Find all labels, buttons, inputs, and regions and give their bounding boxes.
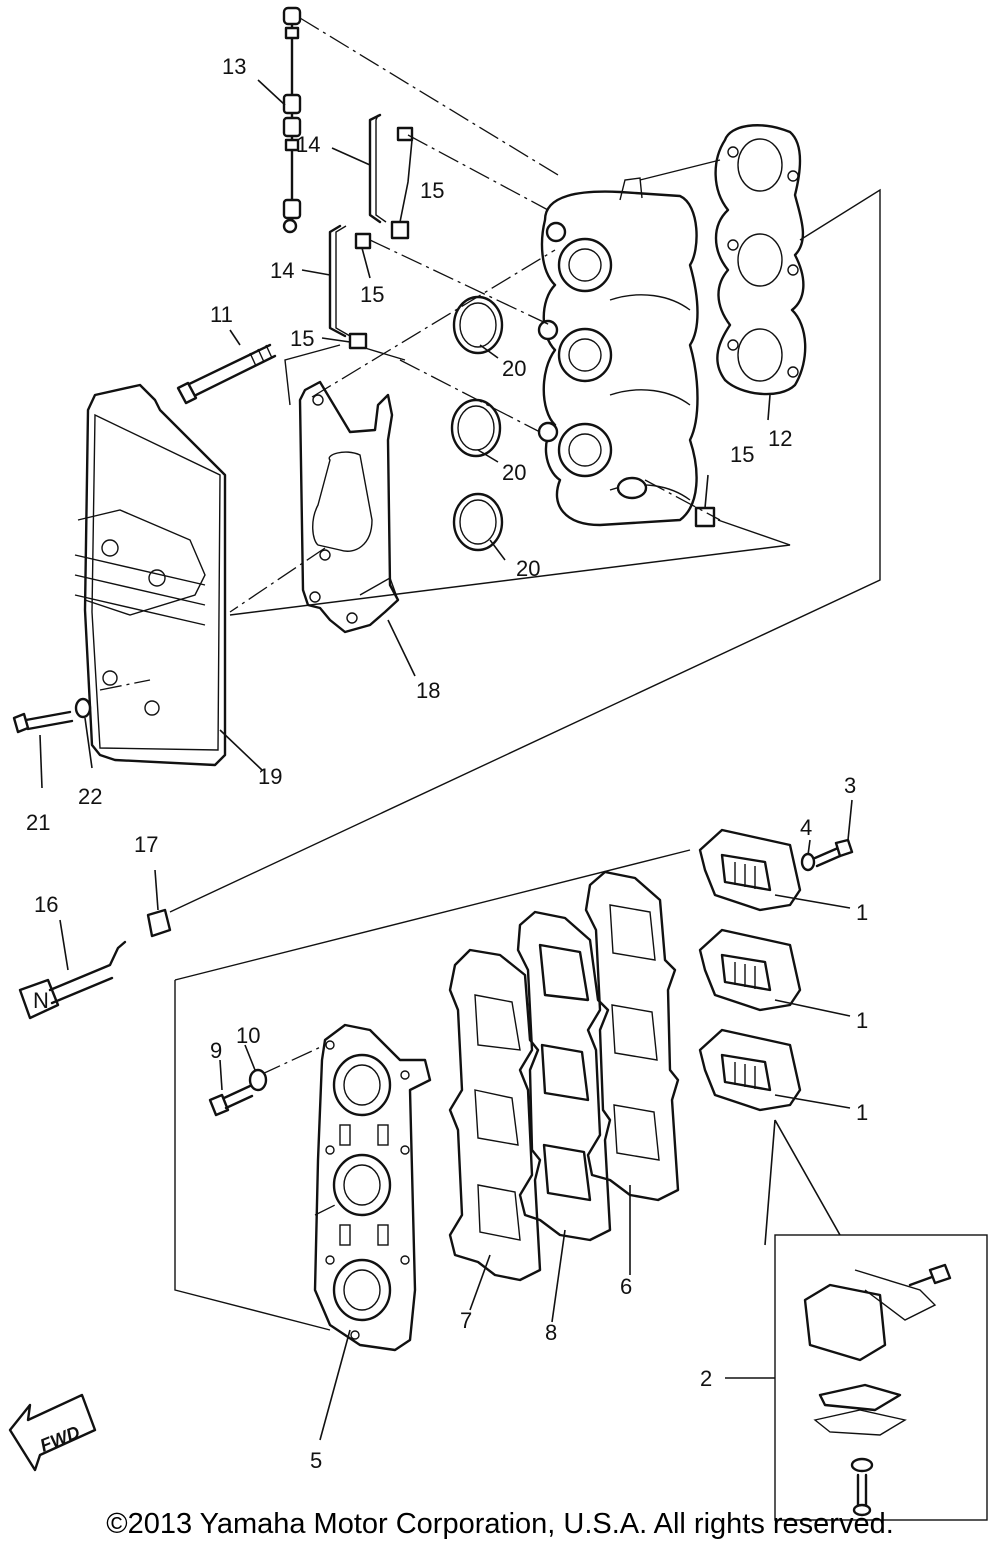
link-rod-14-lower: [328, 224, 351, 338]
o-ring-20: [450, 295, 504, 552]
callout-5: 5: [310, 1448, 322, 1473]
callout-1-b: 1: [856, 1008, 868, 1033]
alignment-lines-upper: [99, 17, 881, 913]
callout-12: 12: [768, 426, 792, 451]
grommet-17: [146, 908, 172, 938]
bolt-11: [176, 343, 277, 405]
intake-manifold-5: [313, 1023, 432, 1352]
callout-21: 21: [26, 810, 50, 835]
silencer-cover-19: [74, 383, 227, 767]
callout-numbers: 13 14 15 14 15 11 15 20 20 20 12 15 18 1…: [26, 54, 868, 1473]
callout-15-c: 15: [290, 326, 314, 351]
callout-18: 18: [416, 678, 440, 703]
reed-plate-8: [516, 910, 612, 1242]
callout-14-lower: 14: [270, 258, 294, 283]
callout-4: 4: [800, 815, 812, 840]
callout-leaders: [39, 79, 853, 1441]
bolt-21: [12, 710, 74, 734]
callout-1-a: 1: [856, 900, 868, 925]
callout-16: 16: [34, 892, 58, 917]
callout-9: 9: [210, 1038, 222, 1063]
callout-15-d: 15: [730, 442, 754, 467]
choke-rod-13: [282, 6, 302, 234]
washer-4: [800, 852, 816, 872]
bolt-9: [208, 1084, 254, 1117]
callout-20-a: 20: [502, 356, 526, 381]
callout-7: 7: [460, 1308, 472, 1333]
knob-16: N: [18, 940, 127, 1020]
callout-17: 17: [134, 832, 158, 857]
callout-22: 22: [78, 784, 102, 809]
callout-6: 6: [620, 1274, 632, 1299]
callout-11: 11: [210, 302, 233, 327]
washer-22: [74, 697, 92, 719]
reed-valve-detail-2: [764, 1119, 988, 1521]
callout-13: 13: [222, 54, 246, 79]
gasket-6: [584, 870, 680, 1202]
reed-valve-1: [698, 828, 802, 1112]
carburetor-gasket-12: [714, 124, 807, 396]
assembly-frame: [174, 849, 691, 1331]
carburetor-assembly: [537, 177, 699, 527]
clip-15: [348, 126, 716, 528]
callout-2: 2: [700, 1366, 712, 1391]
callout-19: 19: [258, 764, 282, 789]
washer-10: [248, 1068, 268, 1092]
callout-3: 3: [844, 773, 856, 798]
knob-label: N: [33, 988, 49, 1013]
silencer-plate-18: [298, 380, 400, 634]
gasket-7: [448, 948, 542, 1282]
callout-15-a: 15: [420, 178, 444, 203]
callout-8: 8: [545, 1320, 557, 1345]
callout-20-b: 20: [502, 460, 526, 485]
screw-3: [813, 838, 854, 868]
callout-10: 10: [236, 1023, 260, 1048]
link-rod-14-upper: [368, 113, 387, 224]
callout-20-c: 20: [516, 556, 540, 581]
callout-14-upper: 14: [296, 132, 320, 157]
forward-arrow: FWD: [8, 1393, 97, 1472]
fwd-label: FWD: [37, 1422, 82, 1456]
callout-15-b: 15: [360, 282, 384, 307]
copyright-notice: ©2013 Yamaha Motor Corporation, U.S.A. A…: [106, 1508, 894, 1540]
callout-1-c: 1: [856, 1100, 868, 1125]
